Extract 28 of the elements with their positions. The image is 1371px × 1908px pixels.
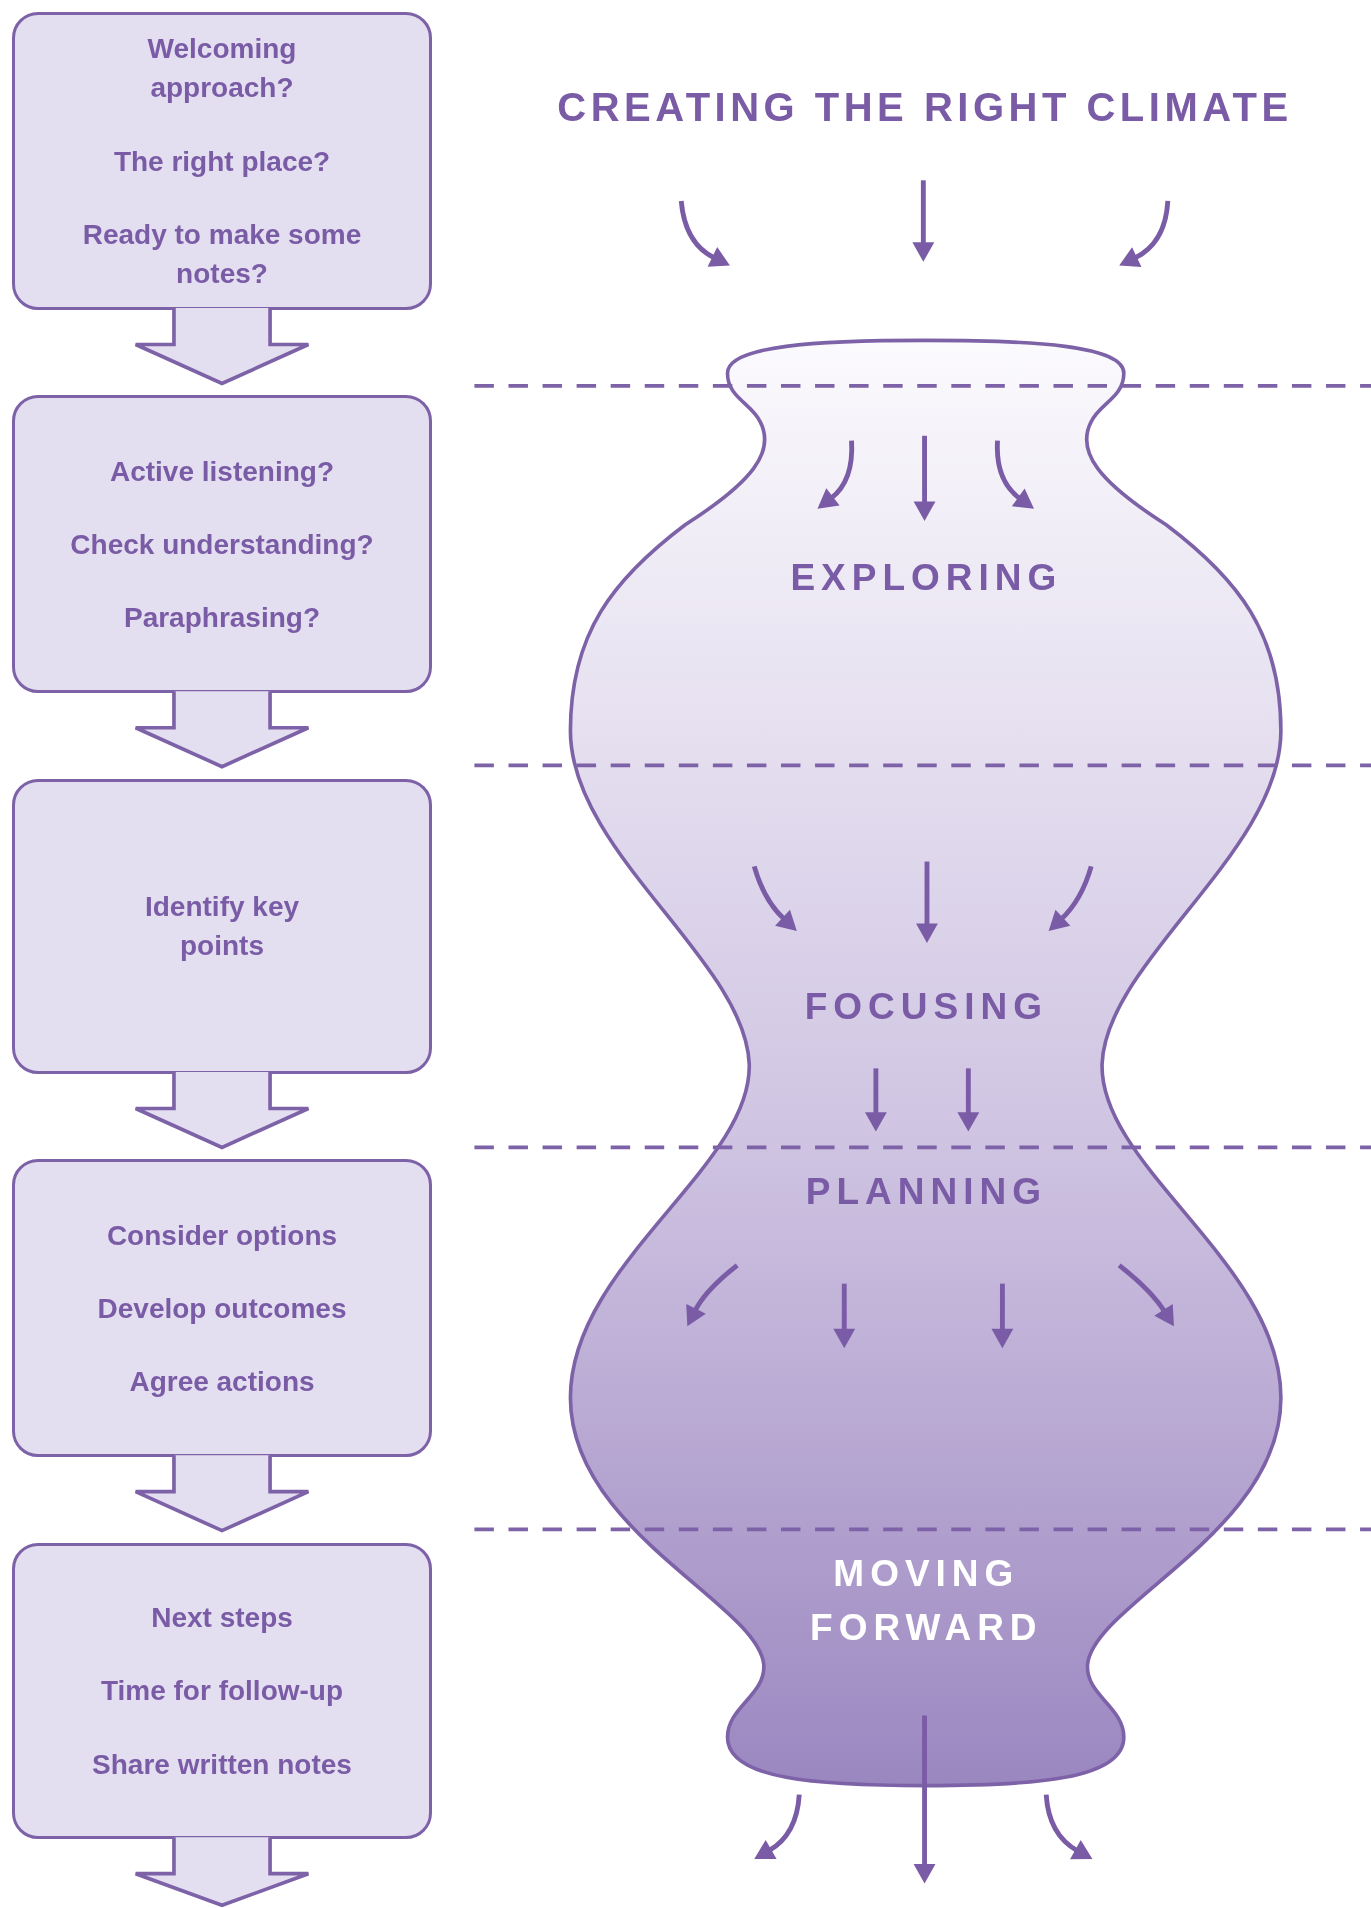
stage-label: EXPLORING [790, 556, 1063, 600]
question-text: Active listening? [109, 454, 334, 489]
stage-label: PLANNING [805, 1170, 1047, 1215]
block-arrow [133, 1070, 311, 1150]
question-text: Consider options [106, 1218, 338, 1253]
block-arrow [133, 306, 311, 386]
block-arrow [133, 689, 311, 769]
process-box [12, 1542, 432, 1840]
question-text: Welcoming approach? [146, 32, 298, 106]
question-text: Ready to make some notes? [81, 217, 363, 291]
question-text: Paraphrasing? [123, 600, 321, 635]
process-box [12, 12, 432, 311]
question-text: Agree actions [129, 1364, 315, 1399]
block-arrow [133, 1835, 311, 1908]
question-text: The right place? [113, 144, 331, 179]
process-box [12, 778, 432, 1075]
question-text: Share written notes [92, 1747, 352, 1782]
block-arrow [133, 1453, 311, 1533]
question-text: Identify key points [143, 890, 301, 964]
stage-label: MOVING FORWARD [809, 1552, 1044, 1650]
question-text: Develop outcomes [97, 1291, 347, 1326]
process-box [12, 1159, 432, 1458]
question-text: Next steps [151, 1601, 293, 1636]
question-text: Time for follow-up [100, 1674, 344, 1709]
stage-label: FOCUSING [804, 985, 1048, 1030]
title: CREATING THE RIGHT CLIMATE [557, 84, 1293, 130]
process-box [12, 395, 432, 694]
question-text: Check understanding? [70, 527, 374, 562]
